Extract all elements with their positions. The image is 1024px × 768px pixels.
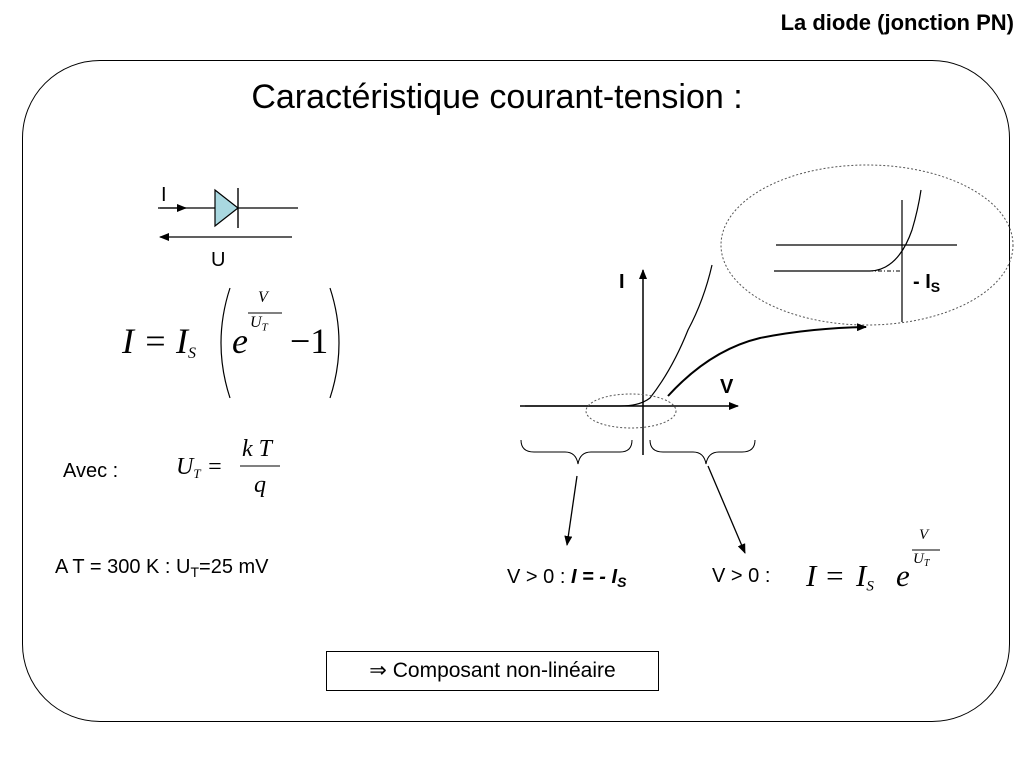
eq-is: IS xyxy=(176,321,196,362)
paren-right xyxy=(329,287,340,399)
zoom-is-label: - IS xyxy=(913,271,941,296)
ut-denominator: q xyxy=(254,472,266,498)
ut-value: A T = 300 K : UT=25 mV xyxy=(55,556,269,581)
ut-prefix: Avec : xyxy=(63,460,119,482)
eq-exp-den: UT xyxy=(250,314,268,334)
paren-left xyxy=(220,287,231,399)
slide-frame xyxy=(22,60,1010,722)
right-eq-lhs: I = xyxy=(806,558,845,593)
header-title: La diode (jonction PN) xyxy=(780,10,1014,35)
conclusion-text: Composant non-linéaire xyxy=(392,659,616,682)
ut-numerator: k T xyxy=(242,436,272,462)
eq-exp-base: e xyxy=(232,321,248,361)
eq-exp-num: V xyxy=(258,289,268,306)
brace-left xyxy=(520,439,633,465)
conclusion-box: ⇒ Composant non-linéaire xyxy=(326,651,659,691)
diode-voltage-label: U xyxy=(211,249,226,271)
zoom-curve xyxy=(774,189,922,272)
implies-icon: ⇒ xyxy=(369,659,387,682)
slide-title: Caractéristique courant-tension : xyxy=(251,78,743,116)
right-exp-num: V xyxy=(919,527,929,543)
right-eq-e: e xyxy=(896,558,910,593)
origin-zoom-ellipse xyxy=(585,393,677,429)
diode-symbol-icon xyxy=(158,188,298,241)
diode-current-label: I xyxy=(161,184,167,206)
axis-i-label: I xyxy=(619,271,625,293)
zoom-arrow xyxy=(667,323,867,397)
arrow-right-region xyxy=(707,465,746,554)
brace-right xyxy=(649,439,756,465)
eq-lhs: I = xyxy=(122,321,168,361)
ut-symbol: UT = xyxy=(176,454,223,481)
right-region-prefix: V > 0 : xyxy=(712,565,771,587)
eq-minus-one: −1 xyxy=(290,321,329,361)
zoom-ellipse xyxy=(720,164,1014,326)
left-region-result: V > 0 : I = - IS xyxy=(507,566,627,591)
right-exp-den: UT xyxy=(913,551,930,569)
arrow-left-region xyxy=(564,475,578,546)
right-eq-is: IS xyxy=(856,558,874,595)
iv-curve xyxy=(525,264,713,407)
axis-v-label: V xyxy=(720,376,734,398)
